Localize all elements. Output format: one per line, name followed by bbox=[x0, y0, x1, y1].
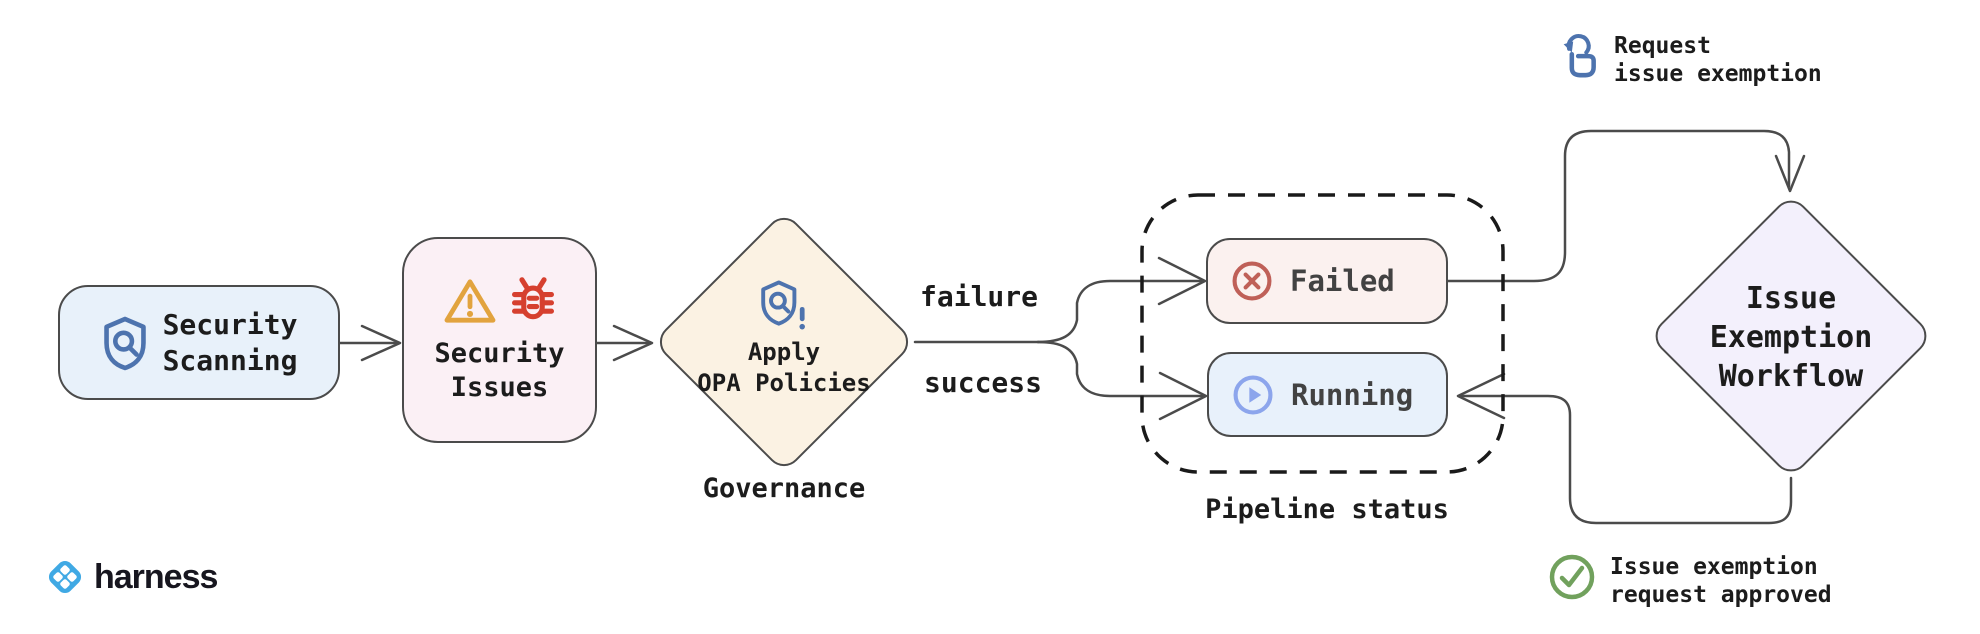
running-label: Running bbox=[1291, 377, 1414, 412]
bug-icon bbox=[511, 277, 554, 320]
request-exemption-label: Request issue exemption bbox=[1614, 33, 1822, 87]
shield-alert-icon bbox=[761, 280, 805, 330]
warning-icon bbox=[444, 279, 495, 323]
issue-exemption-label: Issue Exemption Workflow bbox=[1709, 280, 1873, 394]
node-issue-exemption: Issue Exemption Workflow bbox=[1671, 276, 1911, 398]
failure-edge-label: failure bbox=[920, 280, 1039, 313]
harness-logo: harness bbox=[44, 556, 218, 598]
governance-caption: Governance bbox=[702, 473, 866, 504]
node-apply-opa: Apply OPA Policies bbox=[664, 244, 904, 434]
edge-success bbox=[1036, 340, 1206, 398]
harness-wordmark: harness bbox=[94, 557, 218, 596]
node-security-scanning: Security Scanning bbox=[58, 285, 340, 400]
node-security-issues: Security Issues bbox=[402, 237, 597, 443]
harness-logo-icon bbox=[48, 560, 82, 594]
circle-x-icon bbox=[1232, 261, 1272, 301]
arrowhead-into-issues bbox=[360, 324, 402, 362]
node-failed: Failed bbox=[1206, 238, 1448, 324]
arrowhead-into-opa bbox=[612, 324, 654, 362]
tap-hand-icon bbox=[1563, 34, 1596, 78]
edge-failure bbox=[1036, 279, 1205, 344]
apply-opa-label: Apply OPA Policies bbox=[697, 338, 871, 397]
security-issues-icons bbox=[443, 275, 557, 327]
request-approved-annotation: Issue exemption request approved bbox=[1548, 553, 1832, 609]
pipeline-status-caption: Pipeline status bbox=[1205, 494, 1449, 525]
failed-label: Failed bbox=[1290, 264, 1395, 298]
pipeline-status-group-border bbox=[1140, 193, 1505, 474]
request-approved-label: Issue exemption request approved bbox=[1610, 554, 1832, 608]
arrowhead-into-failed bbox=[1157, 256, 1207, 306]
security-issues-label: Security Issues bbox=[434, 338, 565, 403]
edge-failed-exemption bbox=[1446, 129, 1791, 283]
success-edge-label: success bbox=[924, 366, 1043, 399]
circle-play-icon bbox=[1233, 375, 1273, 414]
security-scanning-label: Security Scanning bbox=[162, 307, 298, 377]
shield-search-icon bbox=[103, 316, 146, 370]
edge-exemption-running bbox=[1458, 394, 1793, 525]
arrowhead-into-exemption bbox=[1774, 154, 1806, 193]
arrowhead-into-running-left bbox=[1158, 371, 1208, 421]
check-circle-icon bbox=[1549, 554, 1595, 600]
request-exemption-annotation: Request issue exemption bbox=[1560, 32, 1822, 88]
arrowhead-into-running-right bbox=[1456, 372, 1506, 420]
node-running: Running bbox=[1207, 352, 1448, 437]
